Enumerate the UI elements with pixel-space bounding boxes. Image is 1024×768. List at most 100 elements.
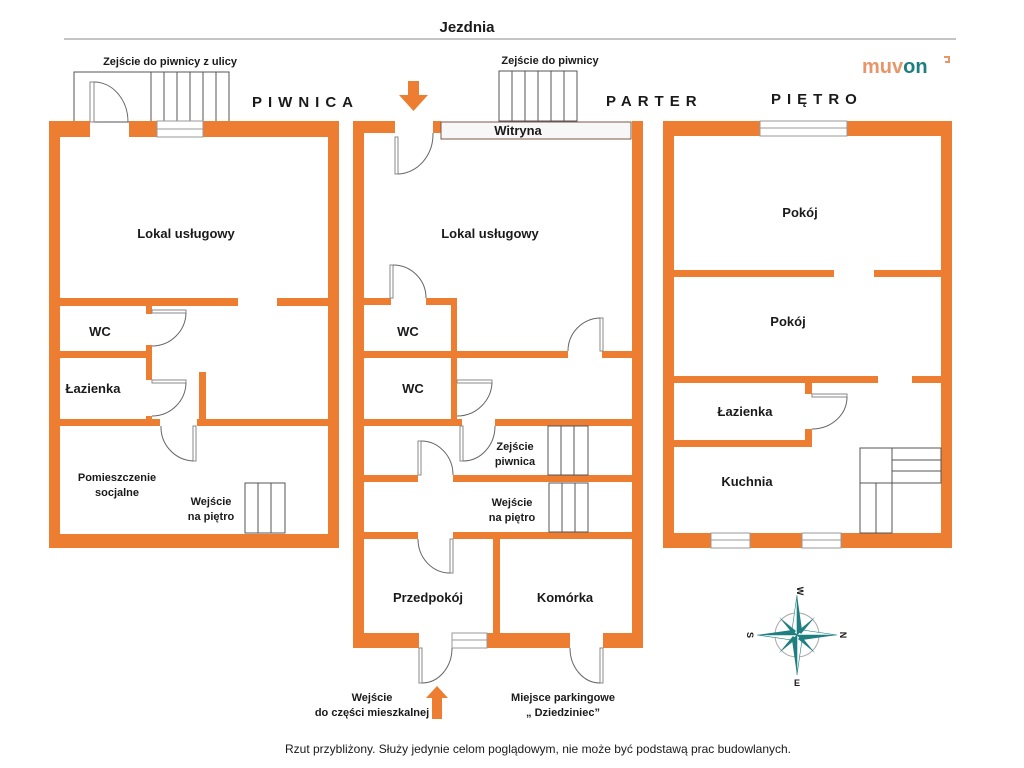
room-wc: WC xyxy=(89,324,111,339)
street-label: Jezdnia xyxy=(439,19,495,36)
wall xyxy=(364,532,418,539)
door-lazienka xyxy=(811,393,848,398)
annotation-cellar-stairs: Zejście do piwnicy xyxy=(501,55,599,67)
wall xyxy=(364,419,462,426)
wall xyxy=(632,121,643,648)
disclaimer: Rzut przybliżony. Służy jedynie celom po… xyxy=(285,742,791,756)
wall xyxy=(146,345,152,380)
label-parking-2: „ Dziedziniec” xyxy=(526,707,600,719)
room-pokoj-2: Pokój xyxy=(770,314,805,329)
wall xyxy=(364,298,391,305)
floor-parter: Zejście do piwnicy Witryna xyxy=(315,55,643,719)
wall xyxy=(277,298,328,306)
label-zejscie: Zejście xyxy=(496,441,533,453)
wall xyxy=(841,533,952,548)
stairs-up xyxy=(244,482,286,534)
room-przedpokoj: Przedpokój xyxy=(393,590,463,605)
wall xyxy=(603,633,643,648)
door-corridor xyxy=(599,317,604,352)
compass-rose-icon xyxy=(756,594,838,676)
door-lazienka xyxy=(151,379,187,384)
room-wc2: WC xyxy=(402,381,424,396)
room-pokoj-1: Pokój xyxy=(782,205,817,220)
door-cellar xyxy=(459,425,464,462)
witryna-window xyxy=(440,121,632,140)
wall xyxy=(60,298,238,306)
door-social xyxy=(192,425,197,462)
door-wc1 xyxy=(389,264,394,299)
wall xyxy=(847,121,952,136)
compass-south: S xyxy=(745,632,755,638)
label-witryna: Witryna xyxy=(494,123,542,138)
wall xyxy=(49,121,60,548)
door-wc xyxy=(151,309,187,314)
door-street xyxy=(89,81,95,123)
label-piwnica: piwnica xyxy=(495,456,536,468)
wall xyxy=(364,351,568,358)
room-lazienka: Łazienka xyxy=(66,381,122,396)
wall xyxy=(493,539,500,633)
label-na-pietro: na piętro xyxy=(489,512,536,524)
wall xyxy=(663,121,760,136)
stairs-landing xyxy=(859,447,942,534)
door-swing xyxy=(93,81,129,123)
wall xyxy=(674,376,878,383)
logo-text-on: on xyxy=(903,56,927,78)
entrance-arrow-down-icon xyxy=(399,81,428,111)
door-hall xyxy=(417,440,422,476)
logo-mark-icon xyxy=(944,56,950,63)
wall xyxy=(60,419,160,426)
room-lokal-uslugowy: Lokal usługowy xyxy=(137,226,235,241)
wall xyxy=(674,270,834,277)
room-komorka: Komórka xyxy=(537,590,594,605)
wall xyxy=(602,351,632,358)
wall xyxy=(451,298,457,423)
room-lokal-uslugowy: Lokal usługowy xyxy=(441,226,539,241)
stairs-up xyxy=(548,482,589,533)
stairs-cellar-outside xyxy=(498,70,578,122)
label-wejscie: Wejście xyxy=(492,497,533,509)
compass-north: N xyxy=(838,632,848,639)
wall xyxy=(805,383,812,394)
wall xyxy=(146,306,152,314)
wall xyxy=(328,121,339,548)
wall xyxy=(941,121,952,548)
wall xyxy=(353,633,419,648)
wall xyxy=(874,270,941,277)
wall xyxy=(433,121,441,133)
brand-logo: muvon xyxy=(862,56,950,78)
wall xyxy=(453,475,632,482)
door-komorka xyxy=(599,647,604,684)
door-entrance xyxy=(418,647,423,684)
label-entrance-residential: Wejście xyxy=(352,692,393,704)
floor-title-pietro: PIĘTRO xyxy=(771,91,863,108)
door-wc2 xyxy=(456,379,493,384)
compass-east: E xyxy=(794,678,800,688)
floor-title-piwnica: PIWNICA xyxy=(252,94,359,111)
room-lazienka: Łazienka xyxy=(718,404,774,419)
wall xyxy=(805,429,812,446)
stairs-down xyxy=(547,425,589,476)
room-kuchnia: Kuchnia xyxy=(721,474,773,489)
wall xyxy=(674,440,812,447)
wall xyxy=(203,121,338,137)
floor-title-parter: PARTER xyxy=(606,93,703,110)
label-na-pietro: na piętro xyxy=(188,511,235,523)
room-socjalne: socjalne xyxy=(95,487,139,499)
wall xyxy=(49,534,339,548)
wall xyxy=(199,372,206,422)
floor-pietro: Pokój Pokój Łazienka Kuchnia xyxy=(663,120,952,549)
wall xyxy=(663,533,711,548)
stairs-street xyxy=(150,71,230,123)
entrance-arrow-up-icon xyxy=(426,686,448,719)
wall xyxy=(426,298,457,305)
wall xyxy=(197,419,328,426)
door-przedpokoj xyxy=(449,538,454,574)
svg-text:muvon: muvon xyxy=(862,56,928,78)
floor-piwnica: Zejście do piwnicy z ulicy xyxy=(49,56,339,548)
wall xyxy=(912,376,941,383)
wall xyxy=(60,351,152,358)
wall xyxy=(663,121,674,548)
label-wejscie: Wejście xyxy=(191,496,232,508)
